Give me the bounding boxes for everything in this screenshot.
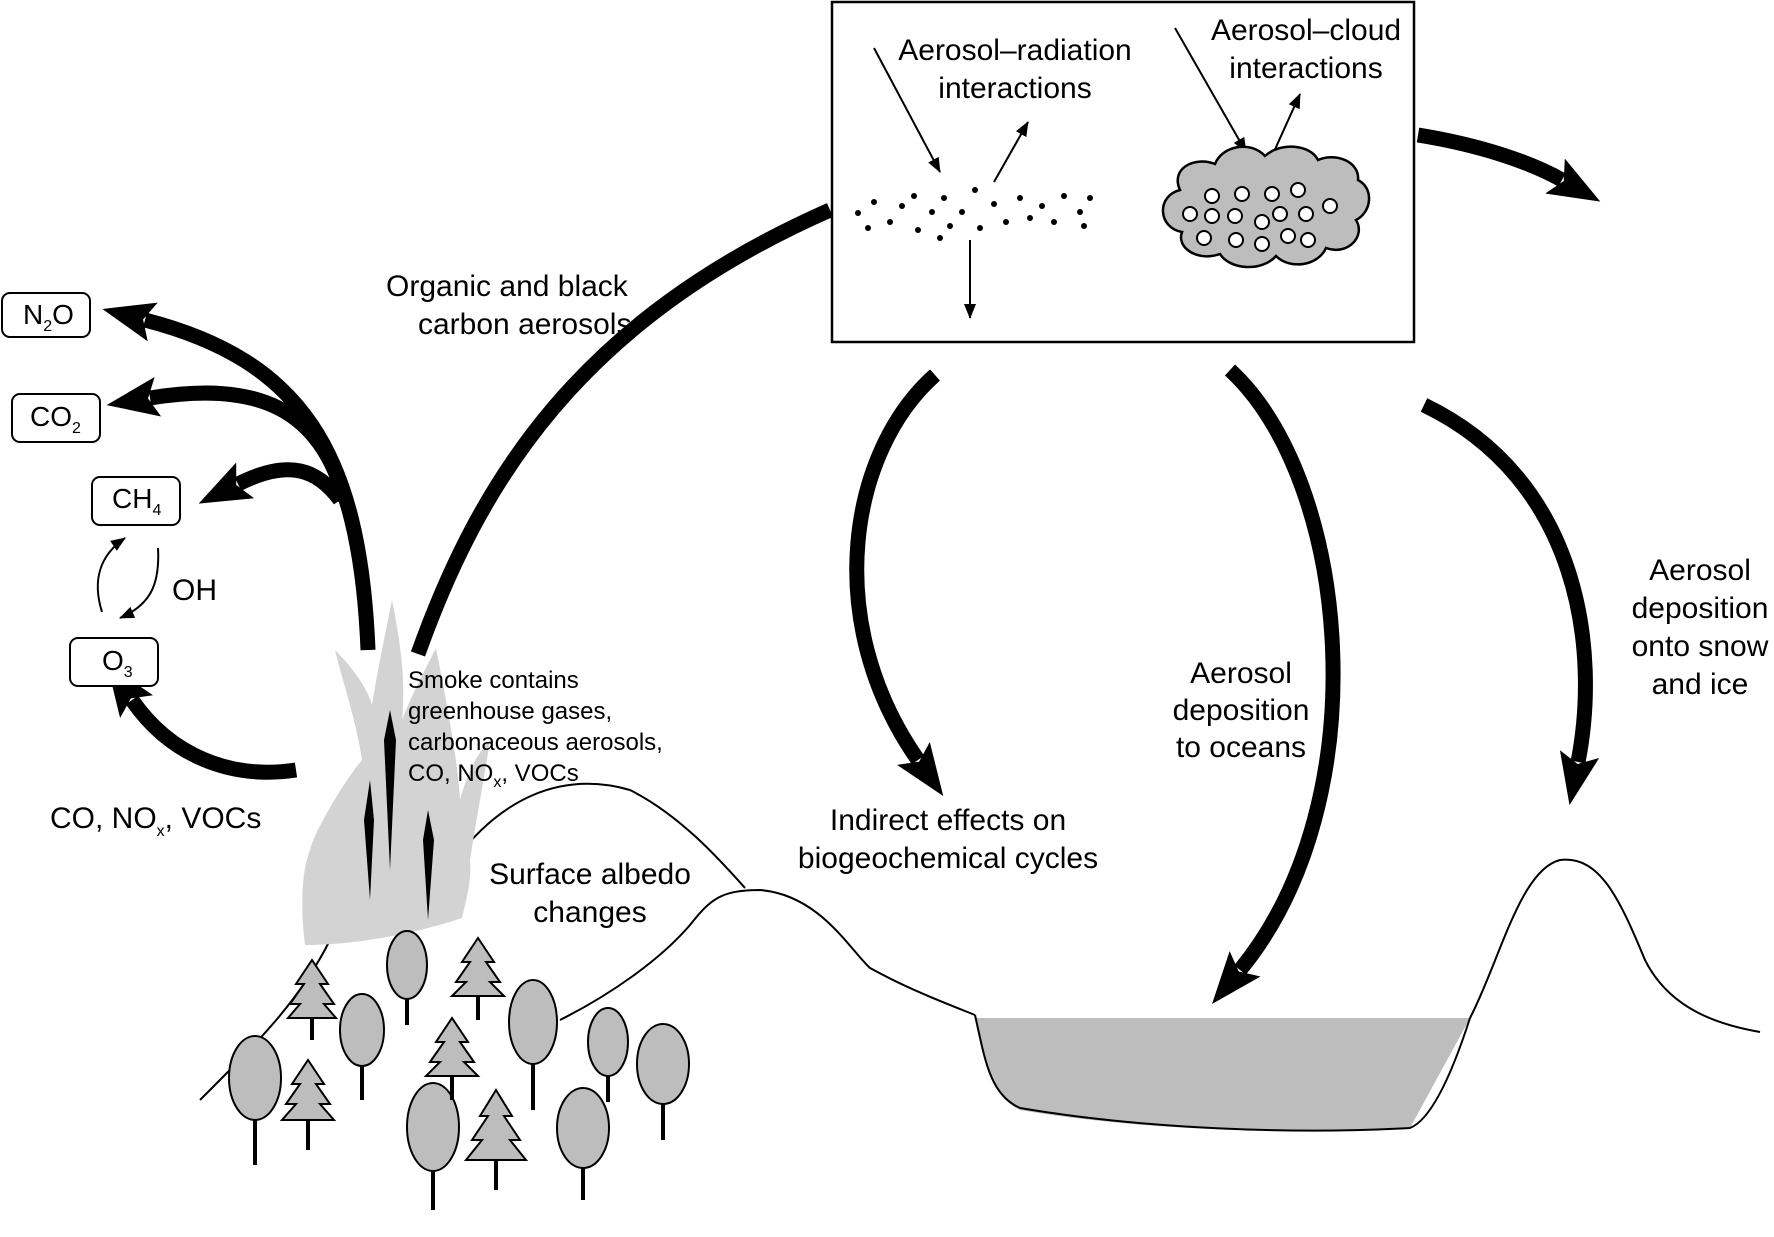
conifer-tree-icon — [449, 936, 507, 1020]
svg-text:CH4: CH4 — [112, 483, 161, 519]
arrow-to-oceans — [1212, 364, 1341, 1004]
svg-text:to oceans: to oceans — [1176, 731, 1306, 764]
svg-text:biogeochemical cycles: biogeochemical cycles — [798, 842, 1098, 875]
hill-left-outline — [199, 782, 746, 1101]
aerosols-label: Organic and black carbon aerosols — [386, 270, 631, 341]
deciduous-tree-icon — [587, 1007, 629, 1102]
svg-text:Organic and black: Organic and black — [386, 270, 629, 303]
svg-text:Smoke contains: Smoke contains — [408, 667, 579, 694]
arrow-o3-to-ch4 — [96, 537, 126, 613]
svg-text:carbonaceous aerosols,: carbonaceous aerosols, — [408, 729, 663, 756]
biogeochemical-label: Indirect effects on biogeochemical cycle… — [798, 804, 1098, 875]
deciduous-tree-icon — [386, 930, 428, 1025]
svg-text:Indirect effects on: Indirect effects on — [830, 804, 1066, 837]
mountain-outline — [1469, 858, 1761, 1033]
svg-text:deposition: deposition — [1173, 694, 1310, 727]
svg-text:deposition: deposition — [1632, 592, 1769, 625]
svg-text:CO2: CO2 — [30, 401, 81, 437]
smoke-label: Smoke contains greenhouse gases, carbona… — [408, 667, 663, 791]
arrow-to-ch4 — [198, 462, 347, 505]
arrow-to-biogeochemical — [849, 369, 944, 797]
arrow-ch4-to-o3 — [119, 547, 160, 619]
oceans-label: Aerosol deposition to oceans — [1173, 657, 1310, 764]
arrow-to-co2 — [106, 376, 353, 503]
svg-text:N2O: N2O — [23, 299, 74, 335]
arrow-aerosols-to-atmosphere — [410, 203, 834, 657]
svg-text:Aerosol–radiation: Aerosol–radiation — [898, 34, 1131, 67]
co2-box: CO2 — [11, 393, 101, 443]
incoming-cloud-radiation-arrow — [1174, 27, 1247, 153]
ch4-box: CH4 — [91, 476, 181, 526]
svg-text:and ice: and ice — [1652, 668, 1749, 701]
svg-text:carbon aerosols: carbon aerosols — [418, 308, 631, 341]
aerosol-particles — [855, 187, 1093, 241]
reflected-cloud-radiation-arrow — [1271, 93, 1301, 157]
forest — [228, 930, 690, 1210]
flame-streak-3 — [423, 810, 434, 920]
aerosol-cloud-label: Aerosol–cloud interactions — [1211, 14, 1401, 85]
snow-ice-label: Aerosol deposition onto snow and ice — [1632, 554, 1769, 701]
svg-text:onto snow: onto snow — [1632, 630, 1769, 663]
cloud-droplets — [1182, 182, 1338, 252]
deciduous-tree-icon — [508, 979, 558, 1110]
arrow-to-right — [1416, 127, 1601, 202]
conifer-tree-icon — [463, 1088, 529, 1190]
incoming-radiation-arrow — [873, 47, 941, 173]
deciduous-tree-icon — [228, 1035, 282, 1165]
conifer-tree-icon — [285, 958, 339, 1040]
svg-text:Surface albedo: Surface albedo — [489, 858, 691, 891]
arrow-to-o3 — [106, 663, 298, 780]
o3-box: O3 — [69, 637, 159, 687]
svg-text:greenhouse gases,: greenhouse gases, — [408, 698, 612, 725]
lake-shore — [974, 1014, 1471, 1132]
albedo-label: Surface albedo changes — [489, 858, 691, 929]
smoke-plume — [302, 600, 490, 945]
svg-text:interactions: interactions — [1229, 52, 1382, 85]
svg-text:interactions: interactions — [938, 72, 1091, 105]
svg-text:Aerosol–cloud: Aerosol–cloud — [1211, 14, 1401, 47]
flame-streak-1 — [364, 780, 374, 900]
flame-streak-2 — [384, 710, 396, 870]
arrow-to-snow-ice — [1420, 398, 1600, 806]
hill-mid-outline — [559, 888, 976, 1021]
scattered-radiation-arrow — [993, 121, 1029, 183]
svg-text:Aerosol: Aerosol — [1649, 554, 1751, 587]
aerosol-radiation-label: Aerosol–radiation interactions — [898, 34, 1131, 105]
emissions-label: CO, NOx, VOCs — [50, 802, 261, 840]
deciduous-tree-icon — [339, 993, 385, 1100]
svg-text:Aerosol: Aerosol — [1190, 657, 1292, 690]
deciduous-tree-icon — [636, 1023, 690, 1140]
svg-text:changes: changes — [533, 896, 646, 929]
svg-text:O3: O3 — [102, 645, 133, 681]
deciduous-tree-icon — [406, 1082, 460, 1210]
lake — [975, 1018, 1470, 1131]
svg-text:CO, NOx, VOCs: CO, NOx, VOCs — [408, 760, 579, 791]
oh-label: OH — [172, 574, 217, 607]
n2o-box: N2O — [1, 292, 91, 338]
conifer-tree-icon — [423, 1016, 481, 1100]
cloud-icon — [1161, 145, 1371, 269]
deciduous-tree-icon — [556, 1087, 610, 1200]
conifer-tree-icon — [279, 1058, 337, 1150]
